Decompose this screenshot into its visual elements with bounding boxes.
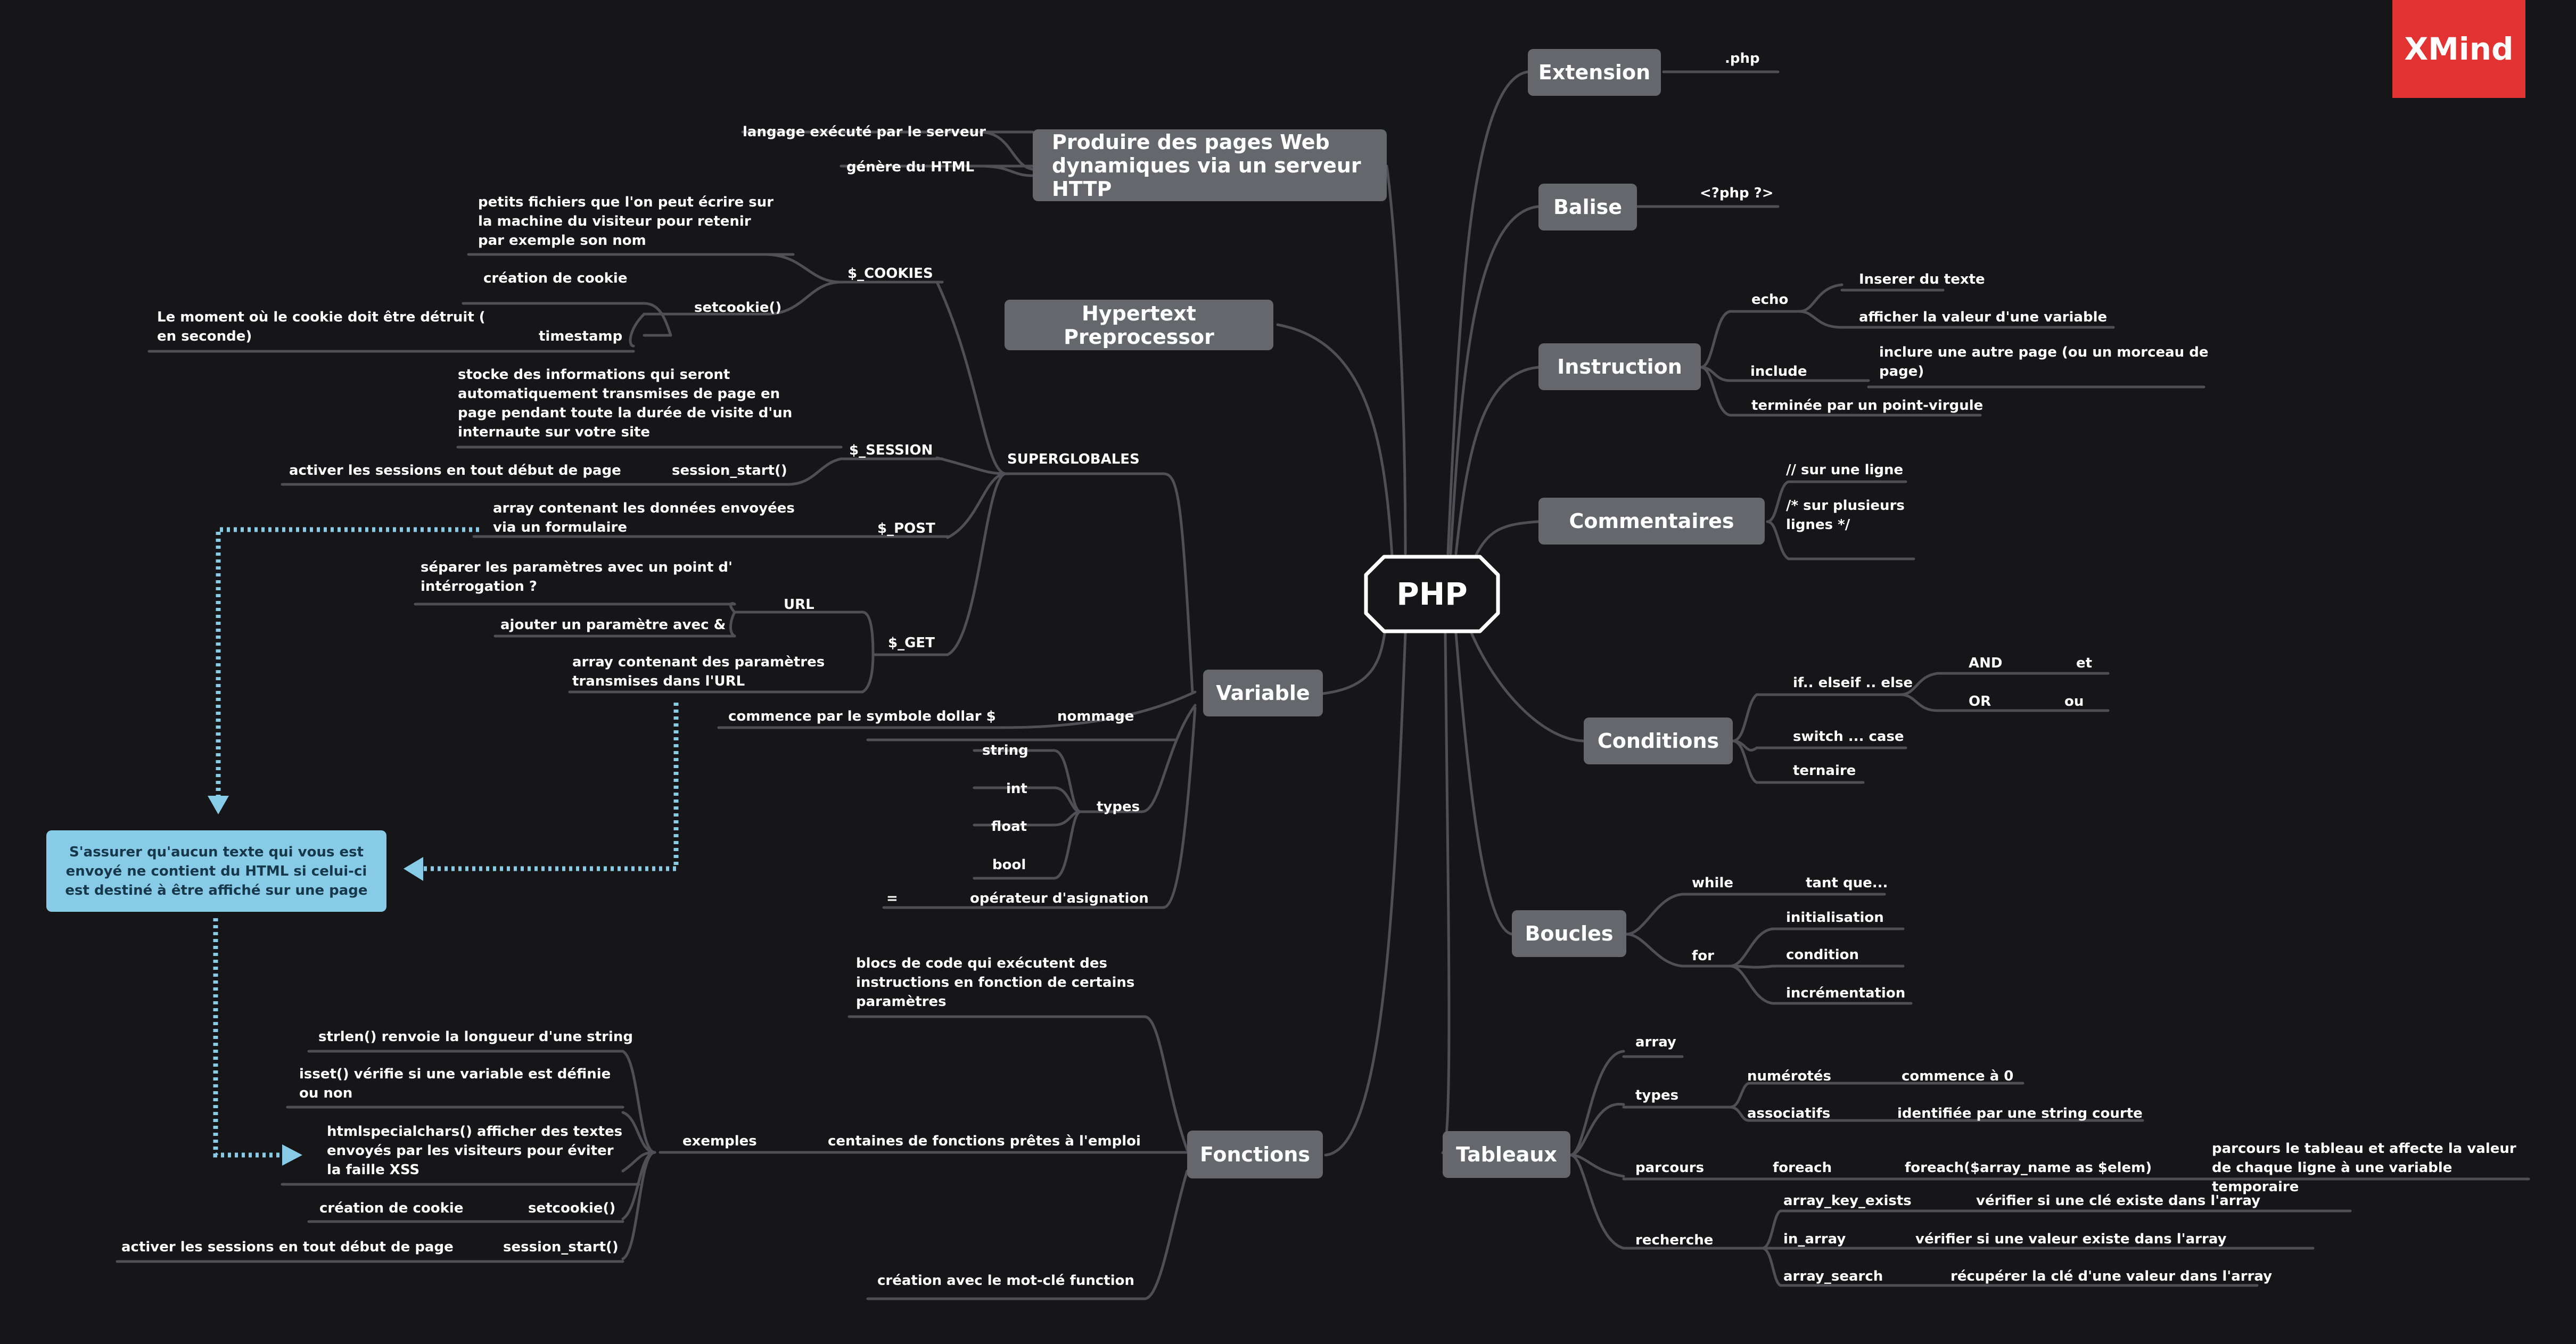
- label-separer[interactable]: séparer les paramètres avec un point d' …: [421, 559, 733, 595]
- topic-commentaires[interactable]: Commentaires: [1538, 498, 1765, 545]
- label-genere[interactable]: génère du HTML: [846, 159, 975, 175]
- topic-hypertext-preprocessor[interactable]: Hypertext Preprocessor: [1005, 300, 1273, 350]
- label-inclure[interactable]: inclure une autre page (ou un morceau de…: [1879, 344, 2209, 380]
- label-moment[interactable]: Le moment où le cookie doit être détruit…: [157, 309, 485, 344]
- topic-tableaux[interactable]: Tableaux: [1443, 1131, 1570, 1178]
- label-bool[interactable]: bool: [992, 857, 1026, 873]
- label-array-key-exists[interactable]: array_key_exists: [1783, 1193, 1912, 1209]
- label-afficher[interactable]: afficher la valeur d'une variable: [1859, 309, 2108, 325]
- label-setcookie-2[interactable]: setcookie(): [528, 1200, 616, 1216]
- label-tant-que[interactable]: tant que...: [1806, 875, 1888, 891]
- topic-balise[interactable]: Balise: [1538, 184, 1637, 230]
- label-numerotes[interactable]: numérotés: [1747, 1068, 1831, 1084]
- topic-produire[interactable]: Produire des pages Web dynamiques via un…: [1033, 129, 1387, 201]
- label-et[interactable]: et: [2076, 655, 2093, 671]
- label-session[interactable]: $_SESSION: [849, 442, 933, 458]
- label-echo[interactable]: echo: [1751, 292, 1789, 308]
- label-creation-cookie-2[interactable]: création de cookie: [319, 1200, 464, 1216]
- label-blocs[interactable]: blocs de code qui exécutent des instruct…: [856, 955, 1135, 1010]
- label-in-array[interactable]: in_array: [1783, 1231, 1846, 1247]
- label-for[interactable]: for: [1692, 948, 1714, 964]
- topic-boucles[interactable]: Boucles: [1512, 910, 1626, 957]
- label-url[interactable]: URL: [784, 597, 814, 613]
- label-get-desc[interactable]: array contenant des paramètres transmise…: [572, 654, 825, 689]
- label-isset[interactable]: isset() vérifie si une variable est défi…: [299, 1066, 611, 1101]
- label-operateur[interactable]: opérateur d'asignation: [970, 890, 1149, 906]
- label-centaines[interactable]: centaines de fonctions prêtes à l'emploi: [828, 1133, 1141, 1149]
- label-superglobales[interactable]: SUPERGLOBALES: [1007, 451, 1140, 467]
- label-initialisation[interactable]: initialisation: [1786, 910, 1884, 926]
- label-recuperer[interactable]: récupérer la clé d'une valeur dans l'arr…: [1950, 1268, 2273, 1284]
- label-commence-0[interactable]: commence à 0: [1902, 1068, 2014, 1084]
- label-recherche[interactable]: recherche: [1635, 1232, 1714, 1248]
- label-activer[interactable]: activer les sessions en tout début de pa…: [289, 463, 621, 479]
- topic-extension[interactable]: Extension: [1528, 49, 1661, 96]
- label-timestamp[interactable]: timestamp: [539, 328, 623, 344]
- callout-note[interactable]: S'assurer qu'aucun texte qui vous est en…: [46, 830, 386, 912]
- label-string[interactable]: string: [982, 743, 1028, 758]
- label-types[interactable]: types: [1097, 799, 1140, 815]
- label-switch[interactable]: switch ... case: [1793, 729, 1904, 745]
- label-int[interactable]: int: [1006, 781, 1027, 797]
- topic-conditions[interactable]: Conditions: [1584, 718, 1733, 764]
- label-ternaire[interactable]: ternaire: [1793, 763, 1856, 779]
- label-and[interactable]: AND: [1969, 655, 2003, 671]
- label-cookies[interactable]: $_COOKIES: [847, 266, 933, 282]
- label-post[interactable]: $_POST: [877, 521, 935, 537]
- label-session-start-2[interactable]: session_start(): [503, 1239, 619, 1255]
- label-cookies-desc[interactable]: petits fichiers que l'on peut écrire sur…: [478, 194, 774, 249]
- label-egal[interactable]: =: [886, 890, 898, 906]
- label-creation-cookie[interactable]: création de cookie: [483, 270, 628, 286]
- label-foreach-syntax[interactable]: foreach($array_name as $elem): [1905, 1160, 2152, 1176]
- label-activer-2[interactable]: activer les sessions en tout début de pa…: [121, 1239, 454, 1255]
- label-session-start[interactable]: session_start(): [672, 463, 787, 479]
- label-inserer[interactable]: Inserer du texte: [1859, 271, 1985, 287]
- label-while[interactable]: while: [1692, 875, 1733, 891]
- label-associatifs[interactable]: associatifs: [1747, 1106, 1831, 1122]
- label-htmlspecialchars[interactable]: htmlspecialchars() afficher des textes e…: [327, 1124, 623, 1178]
- label-verifie-cle[interactable]: vérifier si une clé existe dans l'array: [1976, 1193, 2261, 1209]
- label-commence[interactable]: commence par le symbole dollar $: [728, 708, 996, 724]
- central-topic[interactable]: PHP: [1363, 554, 1501, 634]
- label-include[interactable]: include: [1750, 364, 1807, 380]
- label-terminee[interactable]: terminée par un point-virgule: [1751, 398, 1984, 414]
- label-condition[interactable]: condition: [1786, 947, 1859, 963]
- label-ou[interactable]: ou: [2064, 694, 2084, 710]
- label-float[interactable]: float: [991, 819, 1027, 835]
- label-php-extension[interactable]: .php: [1725, 51, 1760, 67]
- label-parcours[interactable]: parcours: [1635, 1160, 1705, 1176]
- label-parcours-desc[interactable]: parcours le tableau et affecte la valeur…: [2212, 1141, 2516, 1195]
- label-session-desc[interactable]: stocke des informations qui seront autom…: [458, 367, 793, 440]
- topic-instruction[interactable]: Instruction: [1538, 343, 1701, 390]
- label-une-ligne[interactable]: // sur une ligne: [1786, 462, 1904, 478]
- label-ajouter[interactable]: ajouter un paramètre avec &: [500, 617, 726, 633]
- label-plusieurs-lignes[interactable]: /* sur plusieurs lignes */: [1786, 498, 1905, 533]
- label-get[interactable]: $_GET: [888, 635, 935, 651]
- label-langage[interactable]: langage exécuté par le serveur: [743, 124, 986, 140]
- label-nommage[interactable]: nommage: [1057, 708, 1134, 724]
- label-foreach[interactable]: foreach: [1773, 1160, 1832, 1176]
- label-types-2[interactable]: types: [1635, 1087, 1679, 1103]
- label-verifie-valeur[interactable]: vérifier si une valeur existe dans l'arr…: [1915, 1231, 2227, 1247]
- label-post-desc[interactable]: array contenant les données envoyées via…: [493, 500, 795, 535]
- topic-variable[interactable]: Variable: [1203, 670, 1323, 716]
- label-php-tag[interactable]: <?php ?>: [1700, 185, 1774, 201]
- central-topic-shape: [1364, 555, 1500, 633]
- label-identifiee[interactable]: identifiée par une string courte: [1897, 1106, 2143, 1122]
- label-creation-function[interactable]: création avec le mot-clé function: [877, 1273, 1135, 1289]
- topic-fonctions[interactable]: Fonctions: [1187, 1131, 1323, 1178]
- xmind-logo: XMind: [2392, 0, 2525, 98]
- label-strlen[interactable]: strlen() renvoie la longueur d'une strin…: [318, 1029, 633, 1045]
- label-array-search[interactable]: array_search: [1783, 1268, 1883, 1284]
- label-setcookie[interactable]: setcookie(): [694, 300, 782, 316]
- central-topic-label: PHP: [1396, 576, 1468, 612]
- label-or[interactable]: OR: [1969, 694, 1991, 710]
- label-exemples[interactable]: exemples: [682, 1133, 757, 1149]
- label-incrementation[interactable]: incrémentation: [1786, 985, 1906, 1001]
- label-array[interactable]: array: [1635, 1034, 1676, 1050]
- label-if-elseif-else[interactable]: if.. elseif .. else: [1793, 675, 1913, 691]
